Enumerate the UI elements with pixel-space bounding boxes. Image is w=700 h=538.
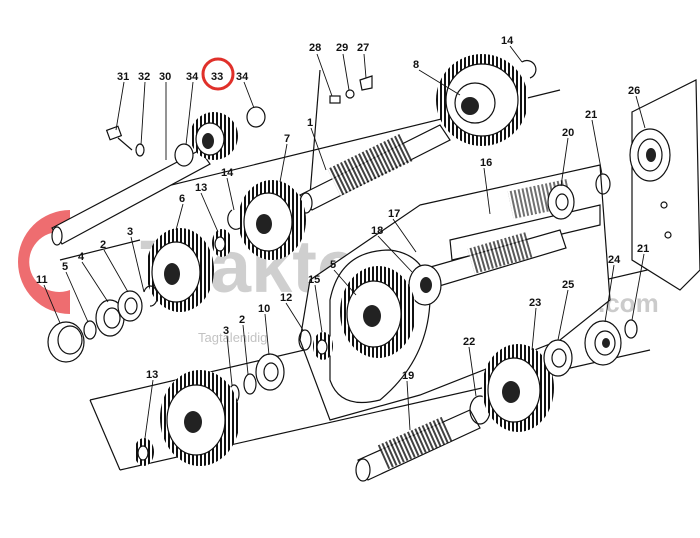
label-part-34-left: 34 — [186, 71, 199, 83]
label-part-30: 30 — [159, 71, 171, 83]
label-part-5-center: 5 — [330, 259, 336, 271]
label-part-17: 17 — [388, 208, 400, 220]
part-34-bushing — [174, 143, 194, 167]
watermark-tagline: Tagtalenidig — [198, 330, 267, 345]
label-part-20: 20 — [562, 127, 574, 139]
label-part-24: 24 — [608, 254, 621, 266]
label-part-21-top: 21 — [585, 109, 597, 121]
highlight-circle-part-33 — [201, 57, 235, 91]
label-part-3-left: 3 — [127, 226, 133, 238]
part-18-bearing — [408, 264, 442, 306]
part-2-bearing — [117, 290, 143, 322]
part-25-bearing — [543, 339, 573, 377]
part-32-washer — [135, 143, 145, 157]
part-10-bearing — [255, 353, 285, 391]
label-part-19: 19 — [402, 370, 414, 382]
watermark-logo-shape — [18, 210, 70, 314]
part-12-ring — [298, 329, 312, 351]
part-13-pinion-bottom — [134, 438, 154, 466]
label-part-31: 31 — [117, 71, 129, 83]
label-part-29: 29 — [336, 42, 348, 54]
label-part-32: 32 — [138, 71, 150, 83]
label-part-3-lower: 3 — [223, 325, 229, 337]
part-5-ring-left — [83, 320, 97, 340]
label-part-16: 16 — [480, 157, 492, 169]
label-part-7: 7 — [284, 133, 290, 145]
part-3-ring — [143, 285, 158, 307]
label-part-5-left: 5 — [62, 261, 68, 273]
label-part-14-top: 14 — [501, 35, 514, 47]
part-19-output-shaft — [355, 409, 481, 482]
part-labels: 31 32 30 34 33 34 28 29 27 14 8 1 7 14 1… — [36, 35, 649, 382]
part-4-bearing — [95, 299, 125, 337]
part-7-gear — [238, 180, 306, 260]
part-21-circlip-lower — [624, 319, 638, 339]
label-part-10: 10 — [258, 303, 270, 315]
leader-lines — [43, 45, 646, 439]
part-29-washer — [345, 89, 355, 99]
part-28-screw — [329, 95, 341, 104]
label-part-34-right: 34 — [236, 71, 249, 83]
label-part-25: 25 — [562, 279, 574, 291]
label-part-1: 1 — [307, 117, 313, 129]
label-part-12: 12 — [280, 292, 292, 304]
part-33-gear — [190, 112, 238, 160]
label-part-15: 15 — [308, 274, 320, 286]
part-14-circlip-mid — [227, 209, 241, 230]
part-13-pinion-top — [212, 229, 232, 257]
label-part-14-mid: 14 — [221, 167, 234, 179]
part-30-rod — [51, 149, 211, 246]
part-14-circlip-top — [521, 59, 537, 79]
part-23-gear — [482, 344, 554, 432]
label-part-6: 6 — [179, 193, 185, 205]
part-24-bearing — [584, 320, 622, 366]
label-part-2-lower: 2 — [239, 314, 245, 326]
label-part-13-bottom: 13 — [146, 369, 158, 381]
part-15-pinion — [313, 332, 333, 360]
part-20-bearing — [547, 184, 575, 220]
part-11-cap — [47, 321, 85, 363]
part-26-cover-housing — [629, 79, 700, 291]
label-part-13-top: 13 — [195, 182, 207, 194]
part-34-bushing-right — [246, 106, 266, 128]
label-part-26: 26 — [628, 85, 640, 97]
label-part-28: 28 — [309, 42, 321, 54]
label-part-18: 18 — [371, 225, 383, 237]
part-6-gear — [146, 228, 214, 312]
part-8-gear — [436, 54, 528, 146]
label-part-4: 4 — [78, 251, 85, 263]
label-part-33: 33 — [211, 71, 223, 83]
label-part-27: 27 — [357, 42, 369, 54]
part-31-bolt — [105, 125, 133, 151]
part-9-gear — [160, 370, 240, 466]
label-part-8: 8 — [413, 59, 419, 71]
label-part-11: 11 — [36, 274, 48, 286]
label-part-21-lower: 21 — [637, 243, 649, 255]
part-5-gear — [340, 266, 416, 358]
part-1-main-shaft — [299, 124, 451, 214]
label-part-23: 23 — [529, 297, 541, 309]
label-part-22: 22 — [463, 336, 475, 348]
part-21-circlip-upper — [595, 173, 611, 195]
part-2-washer-lower — [243, 373, 257, 395]
label-part-2-left: 2 — [100, 239, 106, 251]
part-27-tab — [359, 75, 373, 91]
